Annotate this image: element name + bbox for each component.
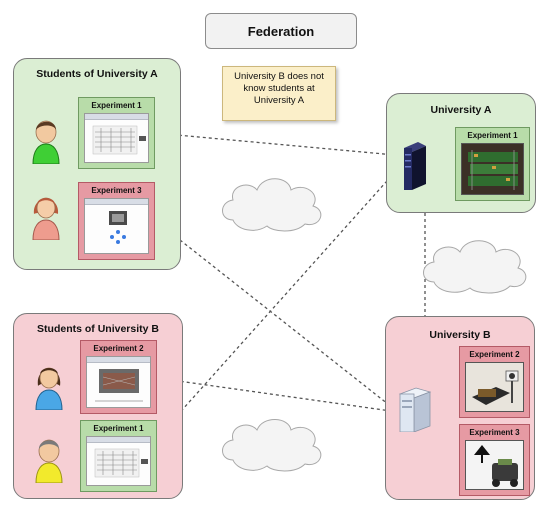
person-icon [32, 197, 60, 240]
person-icon [35, 439, 63, 483]
federation-title: Federation [205, 13, 357, 49]
link-sa-exp1-to-ua [154, 132, 396, 156]
sticky-note: University B does not know students at U… [222, 66, 336, 121]
server-icon [404, 142, 426, 190]
experiment-1-card[interactable]: Experiment 1 [78, 97, 155, 169]
experiment-label: Experiment 2 [93, 344, 144, 353]
experiment-screenshot [84, 198, 149, 254]
group-title: Students of University B [37, 323, 159, 335]
experiment-photo [465, 440, 524, 490]
experiment-label: Experiment 3 [469, 428, 520, 437]
link-sa-exp3-to-ub [179, 239, 399, 413]
cloud-icon [222, 178, 322, 232]
group-title: University B [429, 329, 491, 341]
note-line-3: University A [253, 95, 305, 106]
experiment-2-card[interactable]: Experiment 2 [459, 346, 530, 418]
note-line-2: know students at [243, 83, 315, 94]
link-sb-exp2-to-ub [156, 377, 399, 413]
group-title: Students of University A [36, 68, 158, 80]
experiment-screenshot [84, 113, 149, 163]
server-icon [398, 387, 432, 432]
experiment-label: Experiment 2 [469, 350, 520, 359]
experiment-label: Experiment 1 [91, 101, 142, 110]
experiment-2-card[interactable]: Experiment 2 [80, 340, 157, 414]
experiment-1-card[interactable]: Experiment 1 [455, 127, 530, 201]
experiment-screenshot [86, 356, 151, 408]
person-icon [35, 367, 63, 410]
cloud-icon [222, 419, 322, 472]
cloud-icon [423, 240, 527, 294]
experiment-photo [461, 143, 524, 195]
experiment-3-card[interactable]: Experiment 3 [78, 182, 155, 260]
experiment-3-card[interactable]: Experiment 3 [459, 424, 530, 496]
experiment-1-card[interactable]: Experiment 1 [80, 420, 157, 492]
experiment-screenshot [86, 436, 151, 486]
experiment-label: Experiment 3 [91, 186, 142, 195]
person-icon [32, 120, 60, 164]
group-title: University A [430, 104, 492, 116]
experiment-label: Experiment 1 [467, 131, 518, 140]
note-line-1: University B does not [234, 71, 324, 82]
experiment-photo [465, 362, 524, 412]
experiment-label: Experiment 1 [93, 424, 144, 433]
